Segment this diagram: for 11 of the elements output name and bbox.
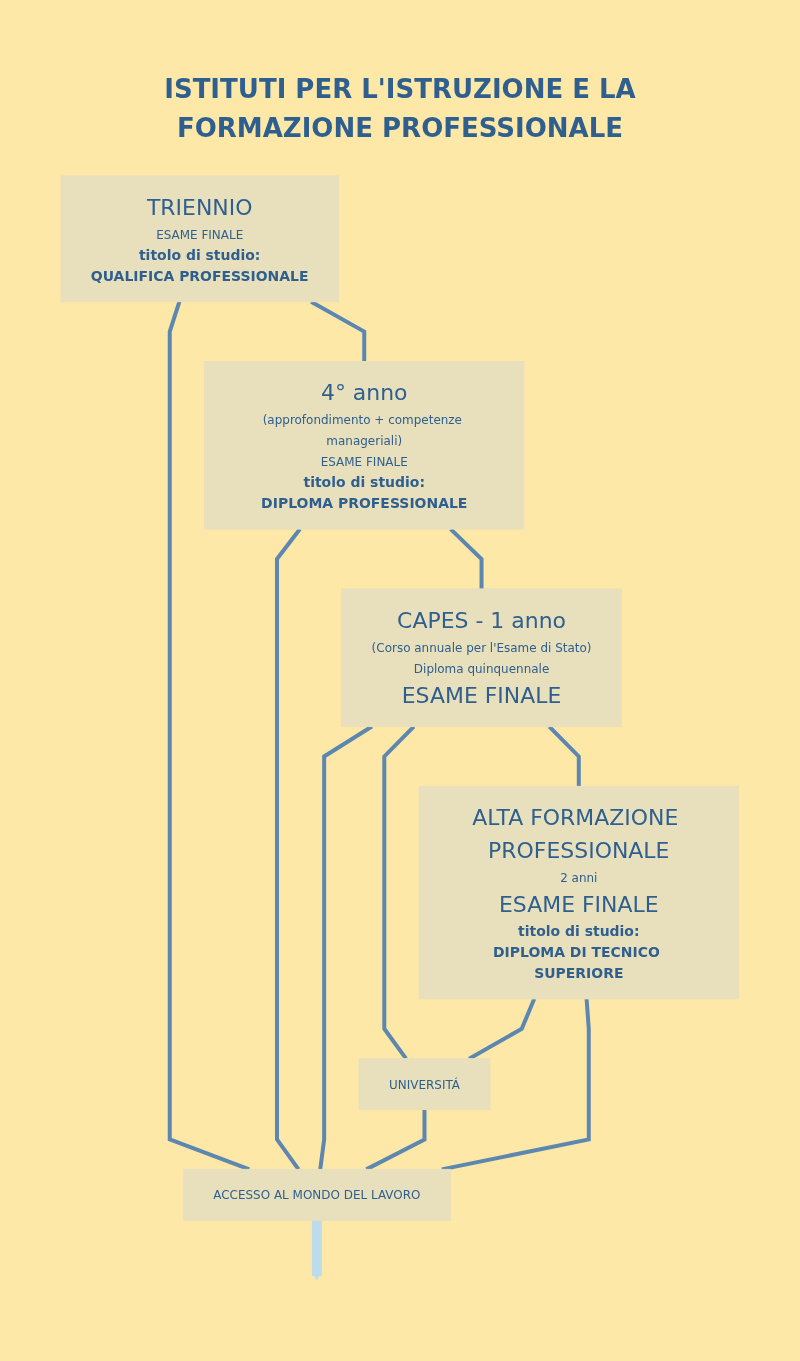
connector [548, 725, 582, 787]
node-box: UNIVERSITÁ [358, 1058, 491, 1111]
node-box: CAPES - 1 anno (Corso annuale per l'Esame di Stato) Diploma quinquennale ESAME FINALE [341, 588, 623, 728]
node-box: 4° anno (approfondimento + competenze manageriali) ESAME FINALE titolo di studio: DIPLOMA PROFESSIONALE [204, 361, 525, 530]
connector [441, 998, 592, 1172]
title: ISTITUTI PER L'ISTRUZIONE E LA FORMAZIONE PROFESSIONALE [163, 73, 637, 145]
node-box: ALTA FORMAZIONE PROFESSIONALE 2 anni ESAME FINALE titolo di studio: DIPLOMA DI TECNICO SUPERIORE [419, 785, 740, 1000]
arrow [312, 1220, 323, 1281]
node-box: TRIENNIO ESAME FINALE titolo di studio: QUALIFICA PROFESSIONALE [60, 175, 340, 303]
node-box: ACCESSO AL MONDO DEL LAVORO [183, 1168, 452, 1221]
connector [382, 725, 416, 1060]
